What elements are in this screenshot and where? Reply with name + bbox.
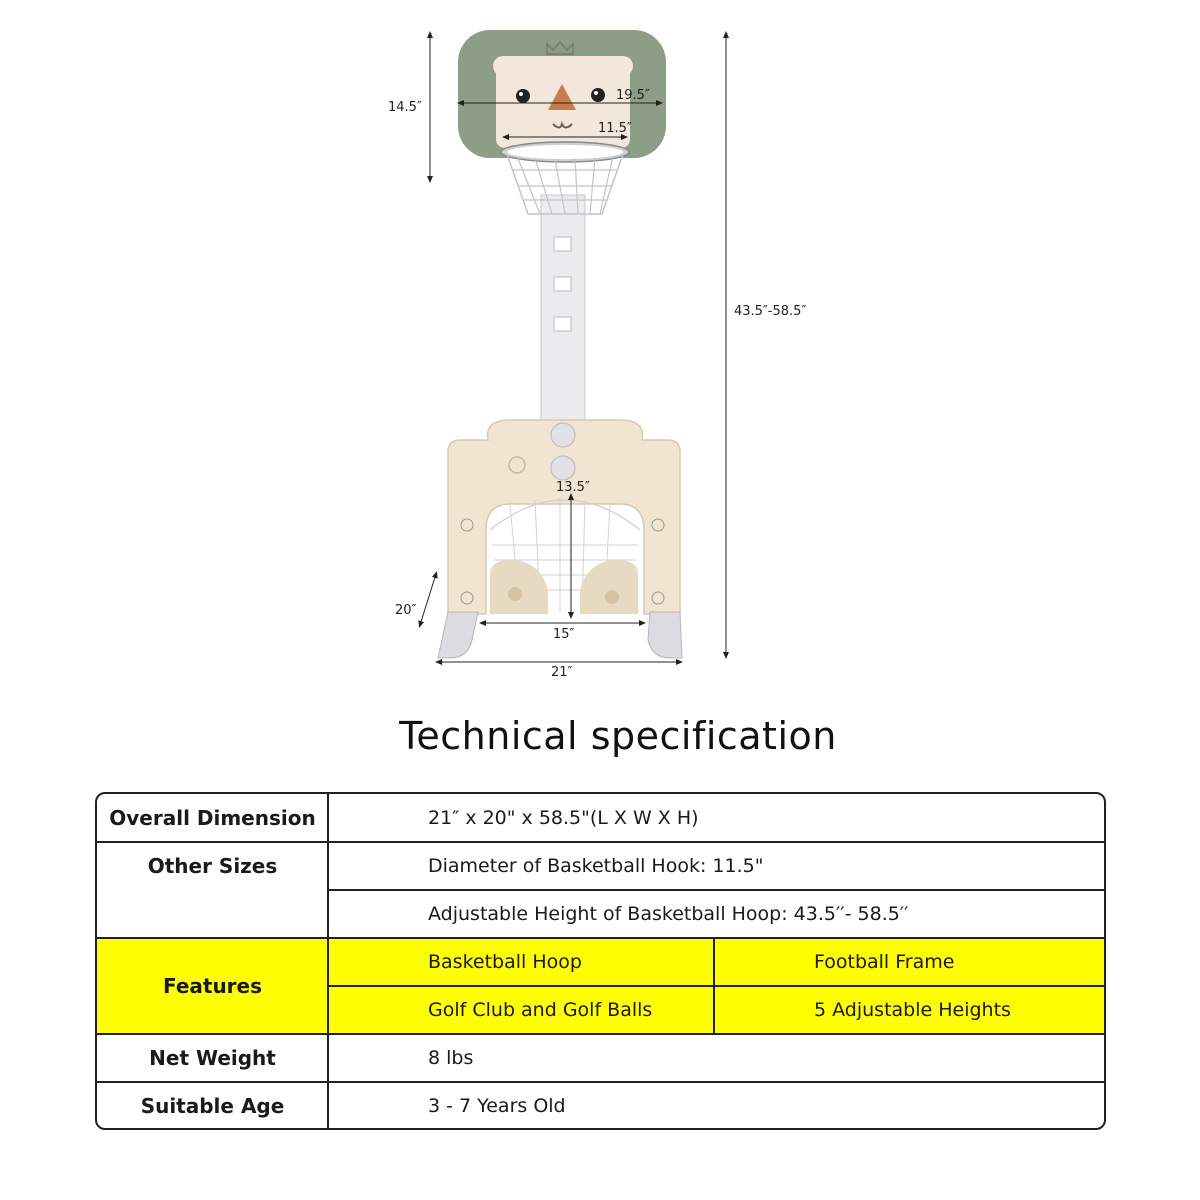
feature-basketball-hoop: Basketball Hoop [428, 951, 582, 973]
label-net-weight: Net Weight [149, 1046, 276, 1070]
dim-hoop-diameter: 11.5″ [598, 121, 632, 136]
value-suitable-age: 3 - 7 Years Old [428, 1095, 566, 1117]
value-net-weight: 8 lbs [428, 1047, 474, 1069]
goal-frame [447, 419, 681, 615]
dim-overall-height: 43.5″-58.5″ [734, 304, 806, 319]
table-divider [327, 794, 329, 1128]
feature-adjustable-heights: 5 Adjustable Heights [814, 999, 1011, 1021]
feature-golf-club: Golf Club and Golf Balls [428, 999, 653, 1021]
label-suitable-age: Suitable Age [140, 1094, 285, 1118]
base-legs [437, 611, 683, 659]
table-divider [97, 937, 1104, 939]
dim-base-depth: 20″ [395, 603, 417, 618]
dim-goal-width: 15″ [553, 627, 575, 642]
bear-eye-right [591, 88, 605, 102]
value-hook-diameter: Diameter of Basketball Hook: 11.5" [428, 855, 764, 877]
dim-backboard-width: 19.5″ [616, 88, 650, 103]
label-other-sizes: Other Sizes [147, 854, 278, 878]
table-divider [97, 1081, 1104, 1083]
dim-base-width: 21″ [551, 665, 573, 680]
label-features: Features [162, 974, 263, 998]
hoop [500, 141, 630, 215]
bear-eye-left [516, 89, 530, 103]
label-overall-dimension: Overall Dimension [109, 806, 316, 830]
table-divider [327, 889, 1104, 891]
dim-backboard-height: 14.5″ [388, 100, 422, 115]
value-overall-dimension: 21″ x 20" x 58.5"(L X W X H) [428, 807, 699, 829]
product-dimension-diagram: 14.5″ 19.5″ 11.5″ 43.5″-58.5″ 13.5″ 20″ … [388, 30, 806, 680]
spec-table: Overall Dimension 21″ x 20" x 58.5"(L X … [95, 792, 1106, 1130]
table-divider [97, 841, 1104, 843]
table-divider [327, 985, 1104, 987]
pole [540, 194, 586, 431]
page-title: Technical specification [399, 714, 837, 758]
dim-goal-height: 13.5″ [556, 480, 590, 495]
feature-football-frame: Football Frame [814, 951, 955, 973]
value-adjustable-height: Adjustable Height of Basketball Hoop: 43… [428, 903, 909, 925]
table-divider [97, 1033, 1104, 1035]
